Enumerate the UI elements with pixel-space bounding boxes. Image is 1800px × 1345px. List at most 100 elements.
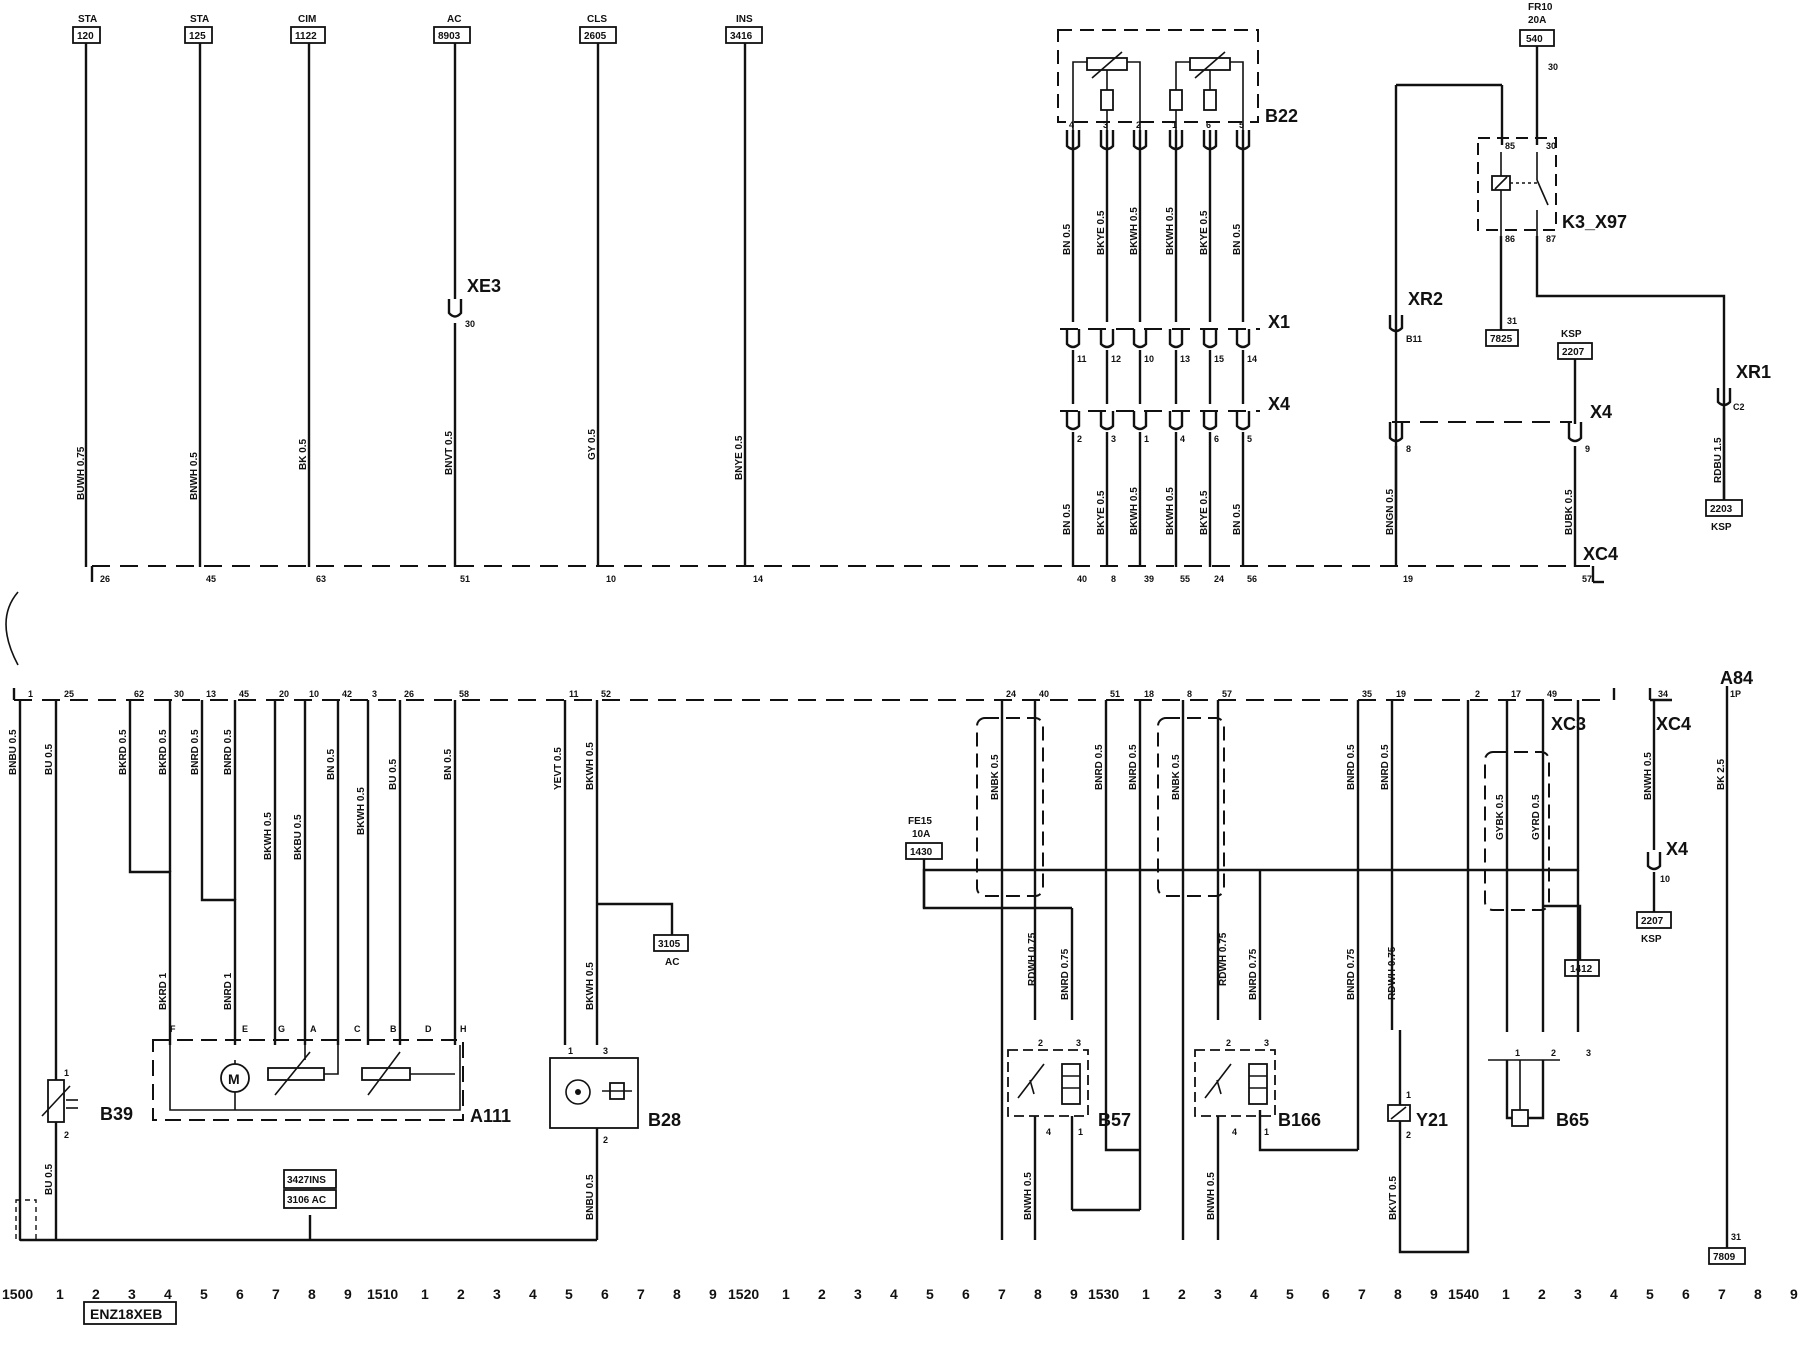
pin-label: 3 bbox=[603, 1046, 608, 1056]
grid-number: 1540 bbox=[1448, 1286, 1479, 1302]
pin-label: 26 bbox=[100, 574, 110, 584]
pin-label: 2 bbox=[1406, 1130, 1411, 1140]
pin-label: 55 bbox=[1180, 574, 1190, 584]
grid-digit: 5 bbox=[565, 1286, 573, 1302]
ref-code: 2203 bbox=[1710, 504, 1733, 515]
grid-digit: 5 bbox=[926, 1286, 934, 1302]
pin-label: 1 bbox=[1078, 1127, 1083, 1137]
pin-label: 45 bbox=[239, 689, 249, 699]
grid-digit: 7 bbox=[637, 1286, 645, 1302]
pin-label: 1P bbox=[1730, 689, 1741, 699]
component-label: B39 bbox=[100, 1104, 133, 1124]
wire-label: BN 0.5 bbox=[1062, 503, 1073, 535]
module-a111: F E G A C B D H M A111 bbox=[152, 1024, 511, 1126]
ref-code: 3427INS bbox=[287, 1175, 326, 1186]
component-label: B22 bbox=[1265, 106, 1298, 126]
pin-label: 10 bbox=[606, 574, 616, 584]
pin-label: 3 bbox=[1111, 434, 1116, 444]
pin-label: 13 bbox=[1180, 354, 1190, 364]
connector-label: X1 bbox=[1268, 312, 1290, 332]
top-ref-cls-2605: CLS 2605 GY 0.5 10 bbox=[579, 14, 617, 584]
pin-label: 63 bbox=[316, 574, 326, 584]
grid-number: 1530 bbox=[1088, 1286, 1119, 1302]
ref-name: INS bbox=[736, 14, 753, 25]
top-ref-ins-3416: INS 3416 BNYE 0.5 14 bbox=[725, 14, 763, 584]
grid-digit: 6 bbox=[962, 1286, 970, 1302]
grid-number: 1510 bbox=[367, 1286, 398, 1302]
wire-label: BKYE 0.5 bbox=[1096, 210, 1107, 255]
wire-label: BNBK 0.5 bbox=[990, 754, 1001, 800]
fuse-label: FR10 bbox=[1528, 2, 1553, 13]
pin-label: 15 bbox=[1214, 354, 1224, 364]
pin-label: 5 bbox=[1239, 120, 1244, 130]
wire-label: BKRD 0.5 bbox=[158, 729, 169, 775]
wire-label: BNYE 0.5 bbox=[734, 435, 745, 480]
connector-x1: X1 bbox=[1060, 312, 1290, 332]
pin-label: 1 bbox=[1515, 1048, 1520, 1058]
ref-name: STA bbox=[190, 14, 209, 25]
wire-label: BN 0.5 bbox=[1232, 503, 1243, 535]
sensor-harness-b57-b166: BNBK 0.5 RDWH 0.75 BNRD 0.75 BNRD 0.5 BN… bbox=[922, 700, 1514, 1240]
pin-label: 2 bbox=[1226, 1038, 1231, 1048]
wire-label: BNVT 0.5 bbox=[444, 431, 455, 475]
ref-box bbox=[184, 26, 213, 44]
component-label: B28 bbox=[648, 1110, 681, 1130]
pin-label: 19 bbox=[1403, 574, 1413, 584]
fuse-label: FE15 bbox=[908, 816, 932, 827]
pin-label: 58 bbox=[459, 689, 469, 699]
ref-code: 7825 bbox=[1490, 334, 1513, 345]
grid-digit: 8 bbox=[308, 1286, 316, 1302]
ref-code: 1430 bbox=[910, 847, 933, 858]
pin-label: 3 bbox=[372, 689, 377, 699]
ref-code: 2207 bbox=[1641, 916, 1664, 927]
fuse-fr10: FR10 20A 540 30 bbox=[1519, 2, 1558, 145]
pin-label: H bbox=[460, 1024, 467, 1034]
pin-label: 1 bbox=[1264, 1127, 1269, 1137]
grid-digit: 3 bbox=[1214, 1286, 1222, 1302]
pin-label: 30 bbox=[465, 319, 475, 329]
valve-y21: 1 2 Y21 BKVT 0.5 bbox=[1387, 700, 1470, 1254]
wire-label: BKWH 0.5 bbox=[1165, 487, 1176, 535]
pin-label: 10 bbox=[309, 689, 319, 699]
wire-label: BKRD 0.5 bbox=[118, 729, 129, 775]
grid-digit: 9 bbox=[344, 1286, 352, 1302]
pin-label: 31 bbox=[1731, 1232, 1741, 1242]
pin-label: 10 bbox=[1144, 354, 1154, 364]
grid-digit: 1 bbox=[1502, 1286, 1510, 1302]
grid-digit: 4 bbox=[890, 1286, 898, 1302]
ref-name: KSP bbox=[1711, 522, 1732, 533]
wire-label: BKYE 0.5 bbox=[1199, 490, 1210, 535]
grid-digit: 9 bbox=[709, 1286, 717, 1302]
pin-label: 17 bbox=[1511, 689, 1521, 699]
wire-label: RDWH 0.75 bbox=[1218, 932, 1229, 986]
grid-digit: 9 bbox=[1790, 1286, 1798, 1302]
ref-name: AC bbox=[665, 957, 679, 968]
wire-label: BNGN 0.5 bbox=[1385, 488, 1396, 535]
grid-digit: 6 bbox=[1322, 1286, 1330, 1302]
grid-digit: 6 bbox=[236, 1286, 244, 1302]
ref-code: 540 bbox=[1526, 34, 1543, 45]
grid-number: 1500 bbox=[2, 1286, 33, 1302]
pin-label: 42 bbox=[342, 689, 352, 699]
connector-label: X4 bbox=[1268, 394, 1290, 414]
connector-label: XR1 bbox=[1736, 362, 1771, 382]
pin-label: B bbox=[390, 1024, 397, 1034]
wire-label: BKWH 0.5 bbox=[585, 742, 596, 790]
ref-code: 8903 bbox=[438, 31, 461, 42]
grid-digit: 6 bbox=[1682, 1286, 1690, 1302]
pin-label: 4 bbox=[1232, 1127, 1237, 1137]
wire-label: RDWH 0.75 bbox=[1387, 946, 1398, 1000]
grid-digit: 1 bbox=[782, 1286, 790, 1302]
wire-label: BNWH 0.5 bbox=[1023, 1172, 1034, 1220]
pin-label: 87 bbox=[1546, 234, 1556, 244]
wire-label: BKVT 0.5 bbox=[1388, 1176, 1399, 1220]
grid-digit: 8 bbox=[1394, 1286, 1402, 1302]
pin-label: 86 bbox=[1505, 234, 1515, 244]
pin-label: 2 bbox=[603, 1135, 608, 1145]
ref-ins-ac: 3427INS 3106 AC bbox=[283, 1169, 337, 1209]
wire-label: BNRD 0.5 bbox=[1346, 744, 1357, 790]
wire-label: BU 0.5 bbox=[388, 758, 399, 790]
grid-digit: 2 bbox=[457, 1286, 465, 1302]
